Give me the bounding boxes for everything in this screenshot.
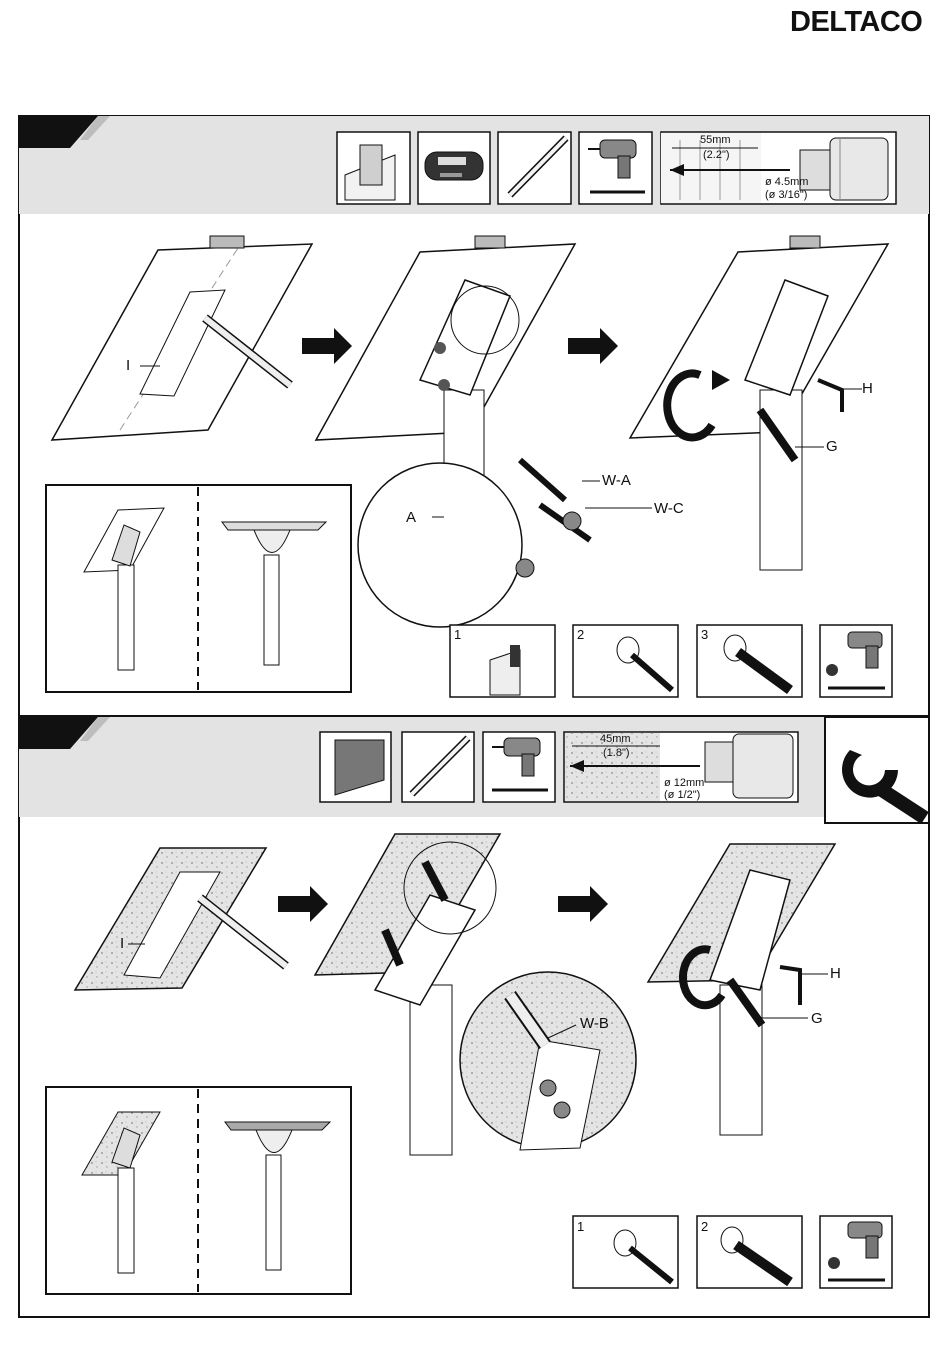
part-label-H: H — [830, 965, 841, 982]
pencil-icon — [402, 732, 474, 802]
drill-icon — [483, 732, 555, 802]
step-number: 2 — [577, 627, 584, 642]
drill2-depth-in: (1.8") — [603, 747, 630, 759]
stud-finder-icon — [418, 132, 490, 204]
step3-tighten-concrete-illustration — [648, 844, 835, 1135]
step-number: 3 — [701, 627, 708, 642]
steps-row-1 — [450, 625, 892, 697]
part-label-H: H — [862, 380, 873, 397]
steps-row-2 — [573, 1216, 892, 1288]
drill1-depth-in: (2.2") — [703, 149, 730, 161]
part-label-W-B: W-B — [580, 1015, 609, 1032]
step2-anchor-illustration — [315, 834, 636, 1155]
step1-mark-illustration — [52, 236, 312, 440]
arrow-icon — [568, 328, 618, 364]
orientation-inset-2 — [46, 1087, 351, 1294]
part-label-G: G — [826, 438, 838, 455]
drill1-depth: 55mm — [700, 134, 731, 146]
drill-icon — [579, 132, 652, 204]
pencil-icon — [498, 132, 571, 204]
drill2-depth: 45mm — [600, 733, 631, 745]
arrow-icon — [278, 886, 328, 922]
step1-mark-concrete-illustration — [75, 848, 286, 990]
arrow-icon — [558, 886, 608, 922]
orientation-inset-1 — [46, 485, 351, 692]
part-label-G: G — [811, 1010, 823, 1027]
part-label-I: I — [120, 935, 124, 952]
drill1-diameter-in: (ø 3/16") — [765, 189, 807, 201]
step3-tighten-illustration — [630, 236, 888, 570]
step-number: 2 — [701, 1219, 708, 1234]
drill2-diameter-in: (ø 1/2") — [664, 789, 700, 801]
wrench-icon — [825, 717, 929, 823]
part-label-A: A — [406, 509, 416, 526]
drill1-diameter: ø 4.5mm — [765, 176, 808, 188]
step-number: 1 — [454, 627, 461, 642]
part-label-W-C: W-C — [654, 500, 684, 517]
part-label-W-A: W-A — [602, 472, 631, 489]
step-number: 1 — [577, 1219, 584, 1234]
part-label-I: I — [126, 357, 130, 374]
arrow-icon — [302, 328, 352, 364]
step2-screw-illustration — [316, 236, 652, 627]
wood-stud-tool-icon — [337, 132, 410, 204]
wall-tool-icon — [320, 732, 391, 802]
drill2-diameter: ø 12mm — [664, 777, 704, 789]
